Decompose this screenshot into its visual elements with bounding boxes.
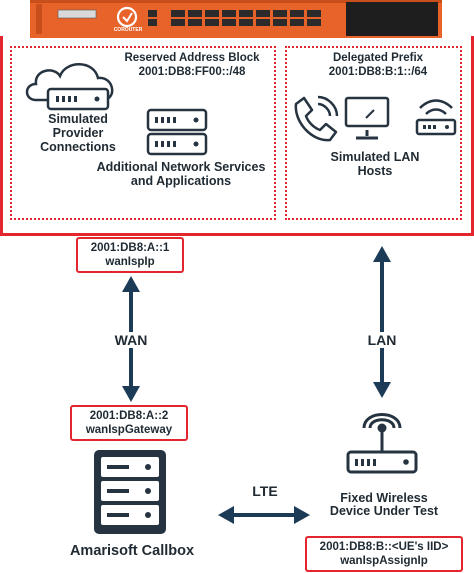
wan-link-label: WAN [104,332,158,348]
router-brand-label: COROUTER [113,27,143,33]
monitor-icon [344,96,390,140]
lan-arrow [373,246,391,398]
wan-isp-ip-address: 2001:DB8:A::1 [90,242,170,254]
wan-isp-ip-name: wanIspIp [105,256,155,268]
wifi-router-icon [415,99,457,136]
phone-icon [294,95,339,142]
callbox-server-icon [94,450,166,534]
wan-isp-assign-ip-address: 2001:DB8:B::<UE's IID> [319,541,449,553]
wan-isp-assign-ip-box: 2001:DB8:B::<UE's IID> wanIspAssignIp [305,536,463,572]
wan-isp-ip-box: 2001:DB8:A::1 wanIspIp [76,237,184,273]
network-frame [0,36,474,236]
provider-router-icon [46,87,110,111]
reserved-address-block [10,46,276,220]
lan-link-label: LAN [356,332,408,348]
callbox-label: Amarisoft Callbox [69,543,195,559]
delegated-block-title: Delegated Prefix [332,52,424,64]
provider-connections-label: Simulated Provider Connections [40,112,116,154]
wan-isp-gateway-box: 2001:DB8:A::2 wanIspGateway [70,405,188,441]
dut-label: Fixed Wireless Device Under Test [329,491,439,518]
fixed-wireless-device-icon [346,413,418,474]
network-services-label: Additional Network Services and Applicat… [96,160,266,188]
lan-hosts-label: Simulated LAN Hosts [330,150,420,178]
wan-isp-gateway-name: wanIspGateway [85,424,173,436]
wan-isp-assign-ip-name: wanIspAssignIp [340,555,428,567]
router-appliance-icon [30,0,442,38]
reserved-block-title: Reserved Address Block [124,52,260,64]
delegated-prefix-block [285,46,462,220]
reserved-block-prefix: 2001:DB8:FF00::/48 [138,66,246,78]
lte-arrow [218,506,310,524]
wan-isp-gateway-address: 2001:DB8:A::2 [89,410,169,422]
server-icon [146,108,208,156]
delegated-block-prefix: 2001:DB8:B:1::/64 [328,66,428,78]
lte-link-label: LTE [252,483,278,499]
